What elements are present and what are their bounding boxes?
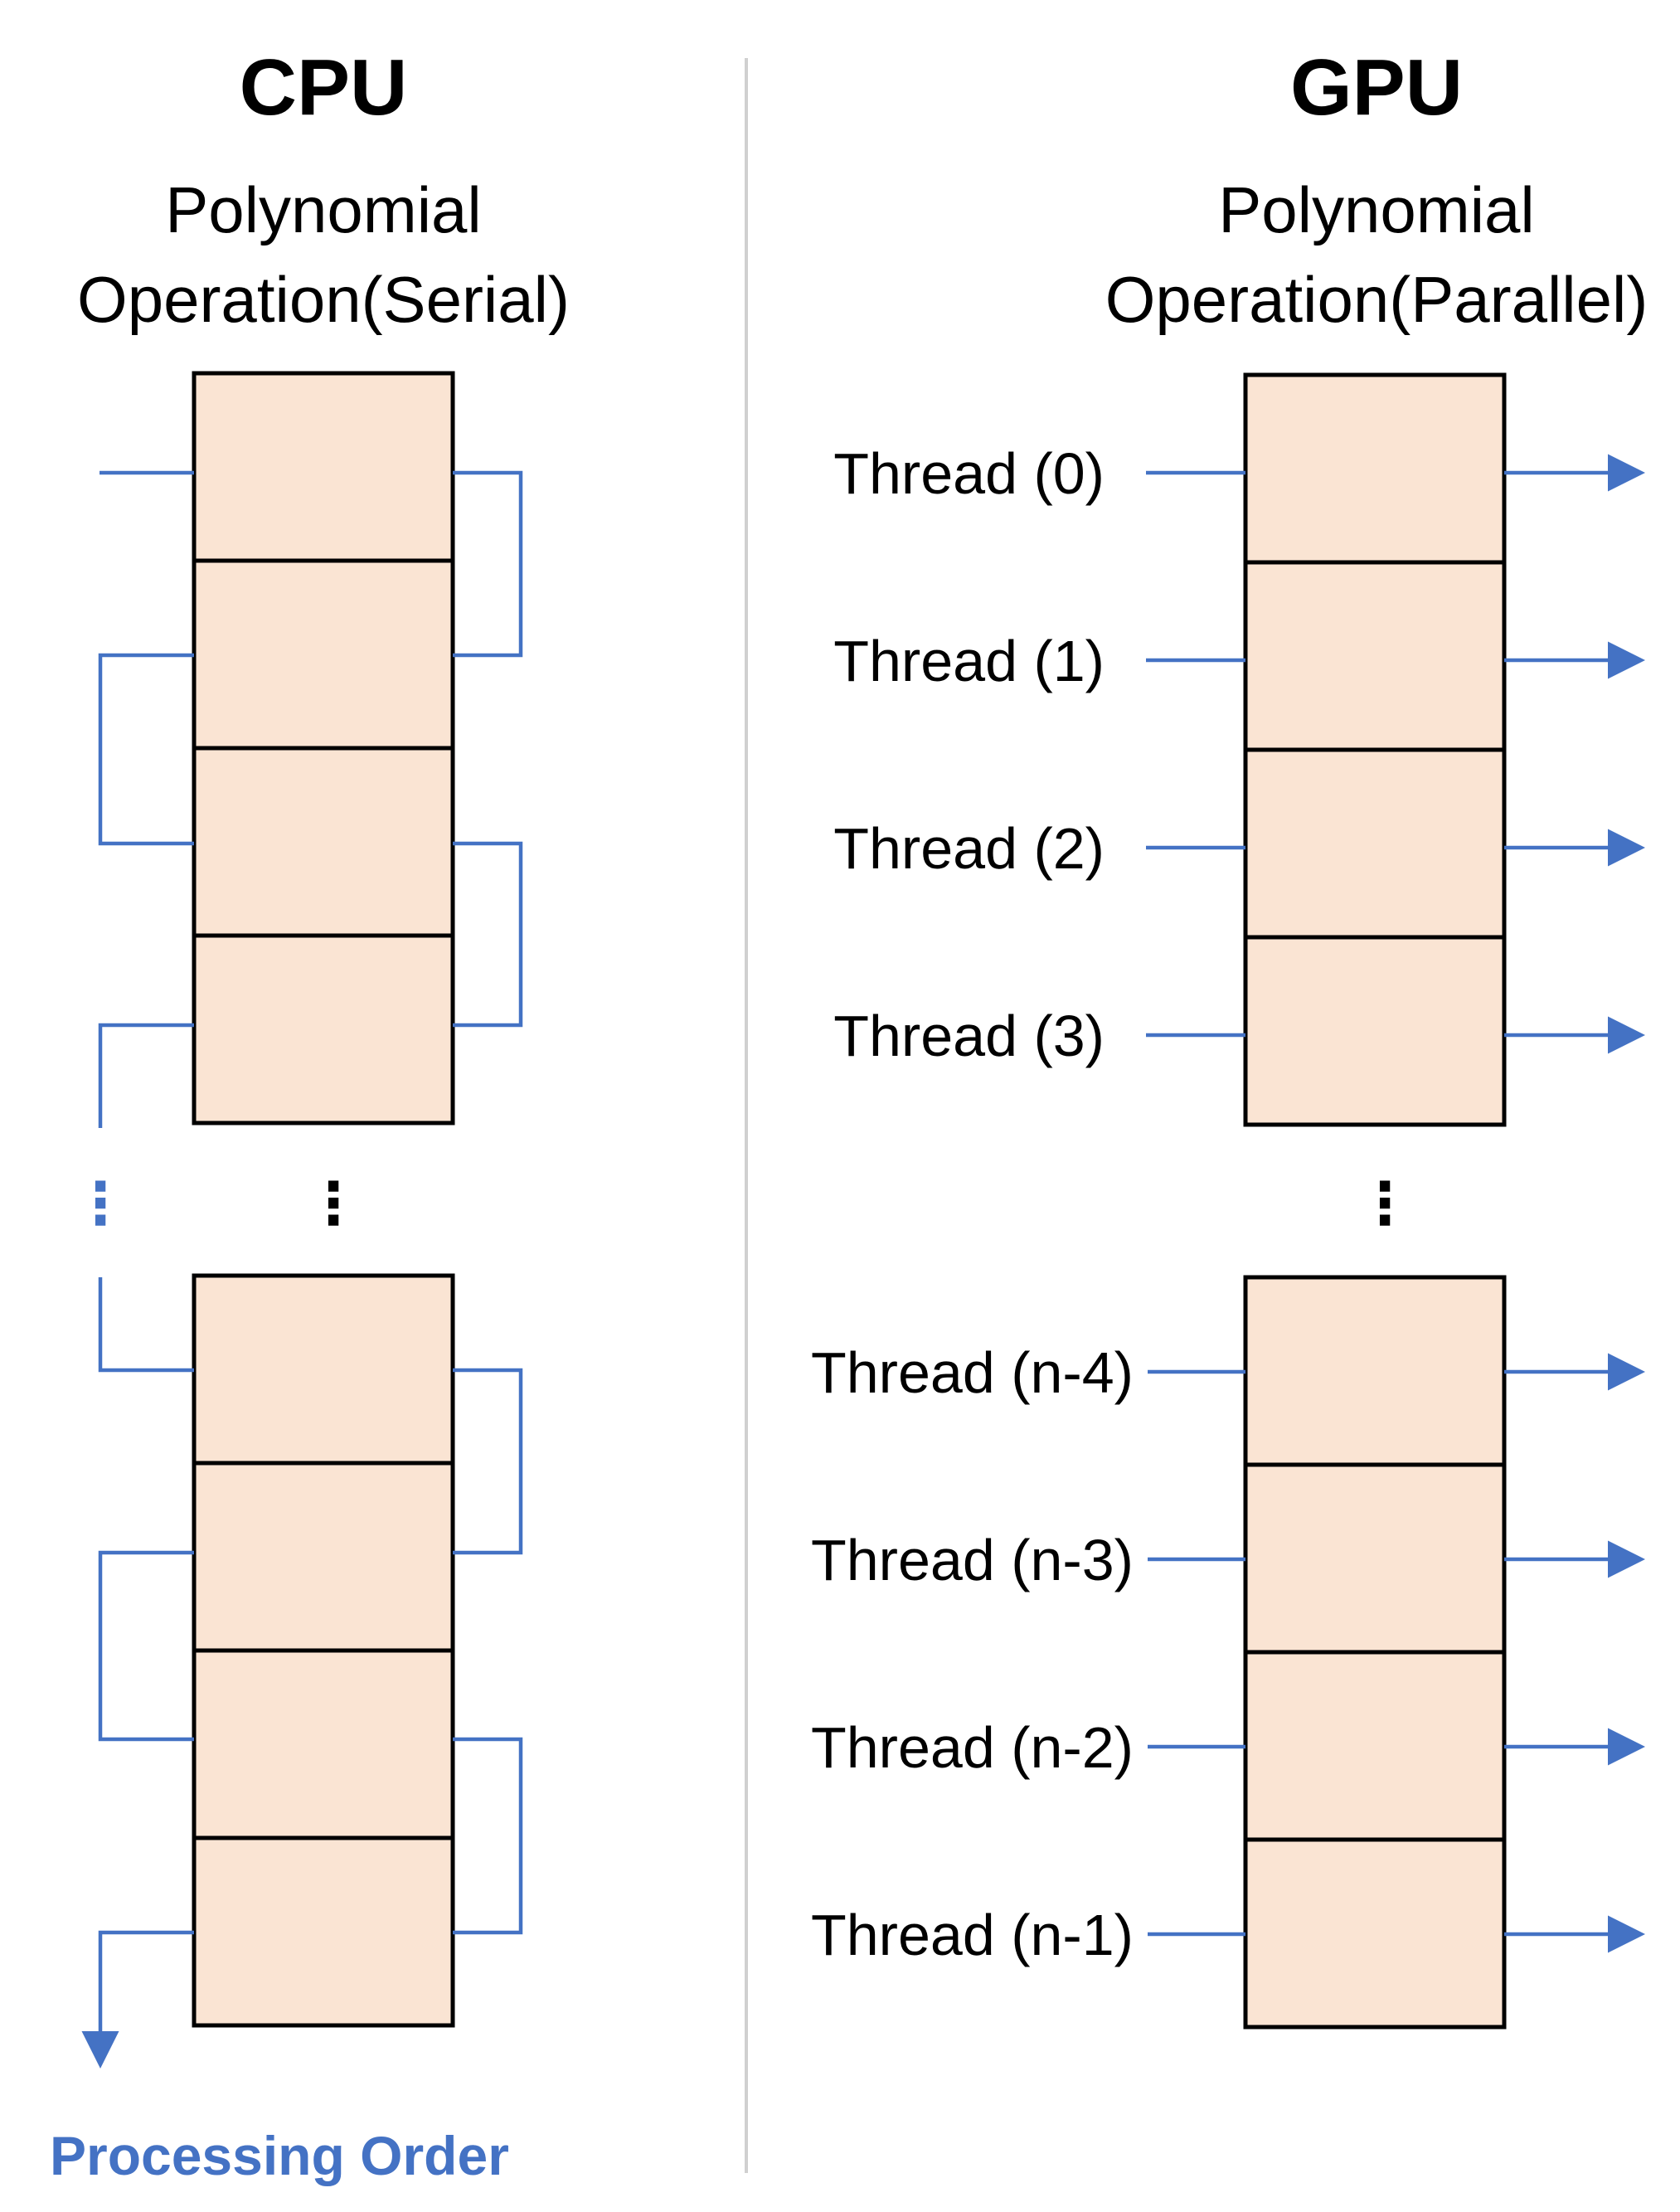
thread-label: Thread (1)	[833, 629, 1105, 693]
thread-label: Thread (3)	[833, 1004, 1105, 1068]
gpu-cell-group-top	[1243, 372, 1507, 1127]
thread-label: Thread (n-1)	[811, 1903, 1134, 1967]
gpu-thread-row: Thread (2)	[833, 816, 1645, 881]
serial-wire	[98, 653, 194, 846]
cpu-cell-group-top	[192, 371, 455, 1125]
gpu-cell	[1243, 560, 1507, 752]
thread-label: Thread (n-2)	[811, 1715, 1134, 1780]
gpu-cell-ellipsis: ⋮	[1356, 1171, 1414, 1236]
cpu-serial-wiring	[81, 470, 523, 2069]
gpu-cell	[1243, 1650, 1507, 1842]
processing-order-arrow	[81, 1930, 194, 2069]
gpu-subtitle-line1: Polynomial	[1218, 173, 1535, 246]
thread-label: Thread (0)	[833, 441, 1105, 506]
cpu-subtitle-line2: Operation(Serial)	[77, 263, 570, 336]
gpu-cell	[1243, 1462, 1507, 1655]
cpu-subtitle-line1: Polynomial	[165, 173, 482, 246]
cpu-cell	[192, 1648, 455, 1840]
gpu-subtitle-line2: Operation(Parallel)	[1105, 263, 1648, 336]
cpu-title: CPU	[240, 43, 408, 132]
gpu-cell	[1243, 1837, 1507, 2030]
gpu-thread-row: Thread (0)	[833, 441, 1645, 506]
gpu-thread-row: Thread (1)	[833, 629, 1645, 693]
cpu-cell	[192, 746, 455, 938]
gpu-cell-group-bottom	[1243, 1275, 1507, 2030]
cpu-cell-ellipsis: ⋮	[304, 1171, 362, 1236]
cpu-cell-group-bottom	[192, 1273, 455, 2028]
gpu-thread-row: Thread (n-2)	[811, 1715, 1645, 1780]
processing-order-label: Processing Order	[50, 2125, 509, 2186]
gpu-thread-row: Thread (n-1)	[811, 1903, 1645, 1967]
serial-wire	[98, 1023, 194, 1128]
cpu-cell	[192, 558, 455, 751]
cpu-wire-ellipsis: ⋮	[71, 1171, 129, 1236]
cpu-cell	[192, 933, 455, 1125]
serial-wire	[98, 1550, 194, 1742]
cpu-cell	[192, 1273, 455, 1466]
serial-wire	[453, 470, 523, 658]
gpu-cell	[1243, 1275, 1507, 1467]
gpu-thread-row: Thread (n-4)	[811, 1340, 1645, 1405]
serial-wire	[453, 1737, 523, 1935]
gpu-thread-row: Thread (n-3)	[811, 1528, 1645, 1592]
thread-label: Thread (2)	[833, 816, 1105, 881]
cpu-cell	[192, 371, 455, 563]
cpu-cell	[192, 1461, 455, 1653]
gpu-title: GPU	[1290, 43, 1463, 132]
serial-wire	[453, 841, 523, 1028]
thread-label: Thread (n-3)	[811, 1528, 1134, 1592]
thread-label: Thread (n-4)	[811, 1340, 1134, 1405]
serial-wire	[453, 1368, 523, 1555]
gpu-thread-row: Thread (3)	[833, 1004, 1645, 1068]
gpu-cell	[1243, 372, 1507, 565]
gpu-cell	[1243, 935, 1507, 1127]
serial-wire	[98, 1277, 194, 1373]
cpu-cell	[192, 1835, 455, 2028]
gpu-cell	[1243, 747, 1507, 940]
